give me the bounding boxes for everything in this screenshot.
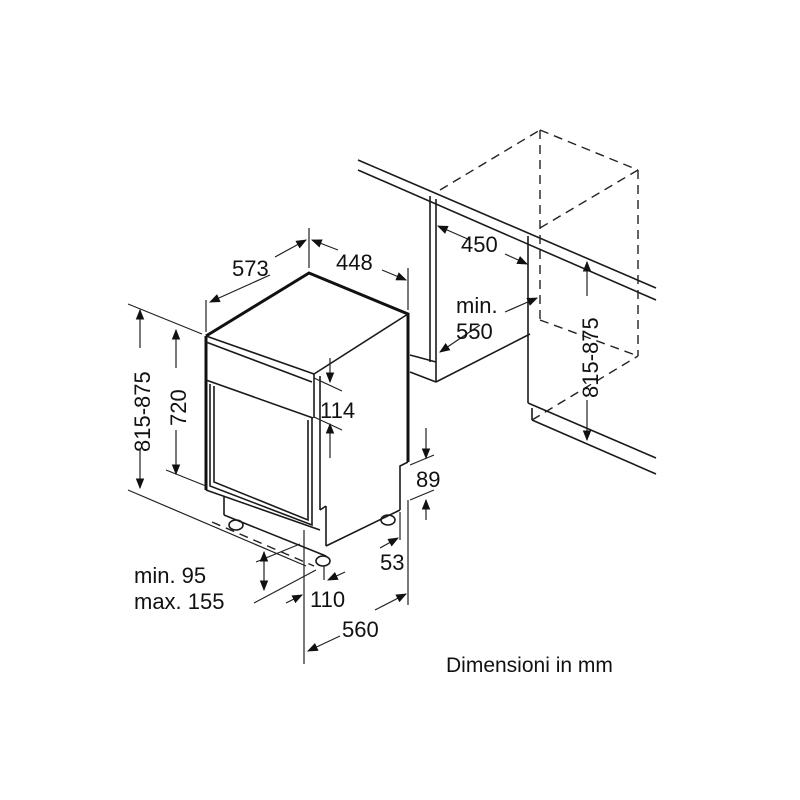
foot-inset-label: 110 [310,587,345,612]
foot-offset-dimension: 53 [379,500,409,605]
niche-depth-label-line2: 550 [456,319,493,344]
plinth-offset-label: 89 [416,467,440,492]
niche-width-dimension: 450 [437,225,528,265]
width-dimension-448: 448 [310,239,409,310]
foot-offset-label: 53 [380,550,404,575]
panel-height-label: 114 [320,398,355,423]
plinth-height-dimension: min. 95 max. 155 [134,543,317,614]
plinth-offset-dimension: 89 [409,428,440,520]
total-height-dimension: 815-875 [127,303,307,567]
niche-cabinet [357,129,657,475]
width-label-448: 448 [336,250,373,275]
plinth-height-min-label: min. 95 [134,563,206,588]
niche-width-label: 450 [461,232,498,257]
niche-height-dimension: 815-875 [578,260,603,442]
units-caption: Dimensioni in mm [446,654,613,677]
niche-depth-label-line1: min. [456,293,498,318]
plinth-height-max-label: max. 155 [134,589,225,614]
depth-dimension-573: 573 [205,228,310,332]
niche-depth-dimension: min. 550 [439,293,538,353]
total-height-label: 815-875 [130,371,155,452]
depth-bottom-label: 560 [342,617,379,642]
niche-height-label: 815-875 [578,317,603,398]
panel-height-dimension: 114 [313,358,355,458]
depth-bottom-dimension: 560 [307,593,407,652]
body-height-dimension: 720 [165,328,207,487]
depth-label-573: 573 [232,256,269,281]
foot-inset-dimension: 110 [285,530,346,664]
dishwasher-body [204,271,410,567]
body-height-label: 720 [166,389,191,426]
